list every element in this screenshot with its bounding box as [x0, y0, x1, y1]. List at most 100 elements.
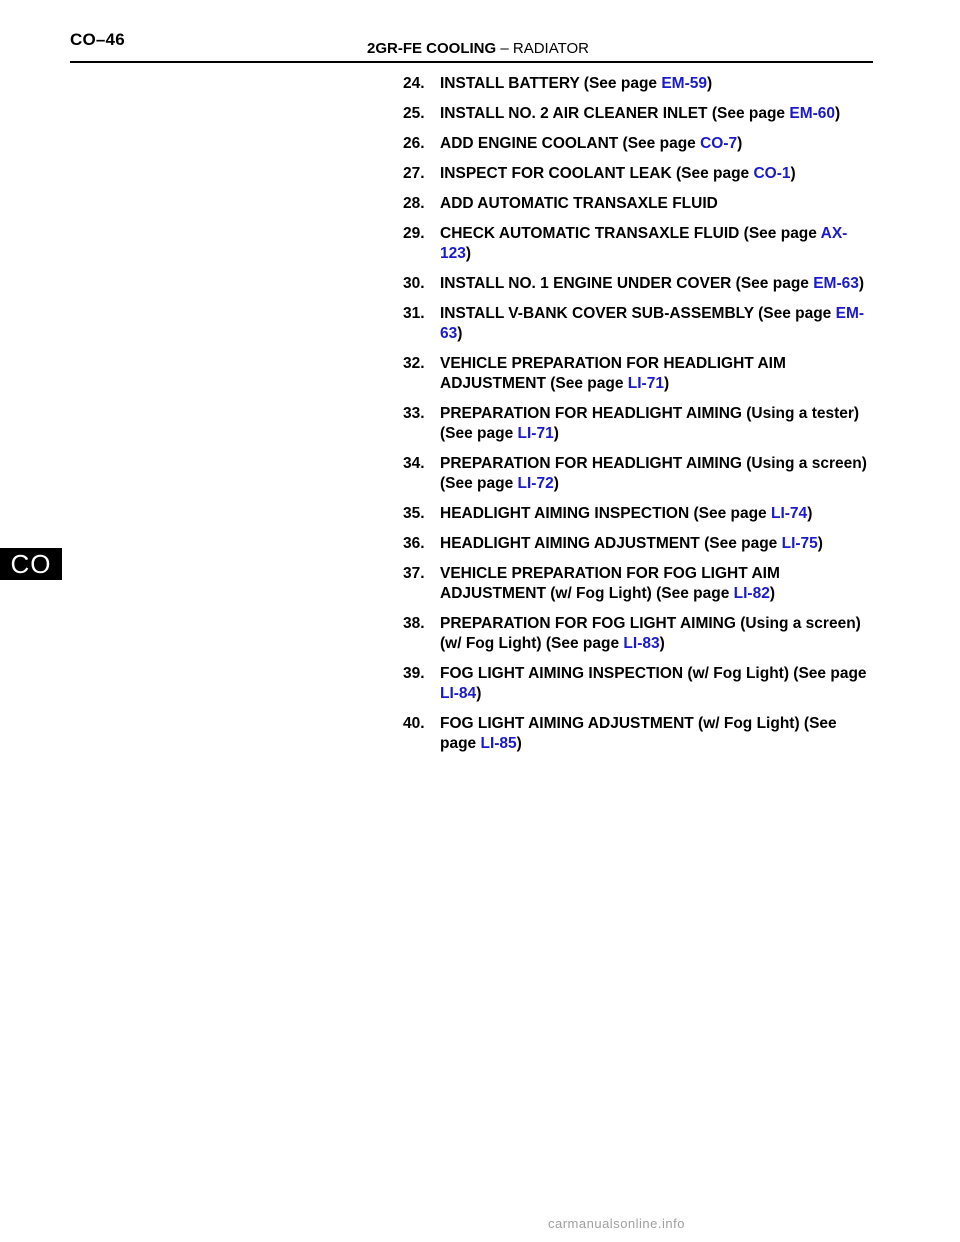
- step-text: VEHICLE PREPARATION FOR FOG LIGHT AIM AD…: [440, 564, 873, 604]
- step-label: CHECK AUTOMATIC TRANSAXLE FLUID (See pag…: [440, 225, 821, 242]
- step-number: 37.: [403, 565, 425, 582]
- procedure-step: 27. INSPECT FOR COOLANT LEAK (See page CO…: [403, 164, 873, 184]
- step-label: ADD AUTOMATIC TRANSAXLE FLUID: [440, 195, 718, 212]
- procedure-step: 33. PREPARATION FOR HEADLIGHT AIMING (Usi…: [403, 404, 873, 444]
- step-label: INSTALL NO. 1 ENGINE UNDER COVER (See pa…: [440, 275, 814, 292]
- step-text: ADD ENGINE COOLANT (See page CO-7): [440, 134, 873, 154]
- page-reference-link[interactable]: LI-74: [771, 505, 808, 522]
- step-text: INSTALL V-BANK COVER SUB-ASSEMBLY (See p…: [440, 304, 873, 344]
- step-number: 38.: [403, 615, 425, 632]
- page-reference-link[interactable]: LI-71: [517, 425, 554, 442]
- closing-paren: ): [807, 505, 813, 522]
- step-number: 35.: [403, 505, 425, 522]
- procedure-step: 28. ADD AUTOMATIC TRANSAXLE FLUID: [403, 194, 873, 214]
- closing-paren: ): [553, 425, 559, 442]
- step-label: PREPARATION FOR HEADLIGHT AIMING (Using …: [440, 405, 860, 442]
- procedure-step: 40. FOG LIGHT AIMING ADJUSTMENT (w/ Fog L…: [403, 714, 873, 754]
- page-reference-link[interactable]: EM-60: [789, 105, 836, 122]
- procedure-step: 37. VEHICLE PREPARATION FOR FOG LIGHT AIM…: [403, 564, 873, 604]
- page-reference-link[interactable]: LI-84: [440, 685, 477, 702]
- step-number: 28.: [403, 195, 425, 212]
- page-reference-link[interactable]: CO-7: [700, 135, 738, 152]
- step-label: PREPARATION FOR FOG LIGHT AIMING (Using …: [440, 615, 861, 652]
- step-text: HEADLIGHT AIMING INSPECTION (See page LI…: [440, 504, 873, 524]
- step-label: INSPECT FOR COOLANT LEAK (See page: [440, 165, 754, 182]
- header-separator: –: [496, 40, 513, 57]
- step-text: CHECK AUTOMATIC TRANSAXLE FLUID (See pag…: [440, 224, 873, 264]
- closing-paren: ): [457, 325, 463, 342]
- page-reference-link[interactable]: LI-72: [517, 475, 554, 492]
- closing-paren: ): [465, 245, 472, 262]
- step-number: 31.: [403, 305, 425, 322]
- procedure-step: 31. INSTALL V-BANK COVER SUB-ASSEMBLY (Se…: [403, 304, 873, 344]
- step-label: ADD ENGINE COOLANT (See page: [440, 135, 701, 152]
- step-number: 29.: [403, 225, 425, 242]
- step-number: 30.: [403, 275, 425, 292]
- page-reference-link[interactable]: EM-63: [440, 305, 865, 342]
- step-text: INSTALL NO. 2 AIR CLEANER INLET (See pag…: [440, 104, 873, 124]
- step-label: HEADLIGHT AIMING INSPECTION (See page: [440, 505, 771, 522]
- step-label: INSTALL NO. 2 AIR CLEANER INLET (See pag…: [440, 105, 790, 122]
- page-reference-link[interactable]: LI-85: [480, 735, 517, 752]
- closing-paren: ): [663, 375, 670, 392]
- step-number: 39.: [403, 665, 425, 682]
- step-label: FOG LIGHT AIMING ADJUSTMENT (w/ Fog Ligh…: [440, 715, 837, 752]
- step-number: 27.: [403, 165, 425, 182]
- procedure-step: 36. HEADLIGHT AIMING ADJUSTMENT (See page…: [403, 534, 873, 554]
- page-reference-link[interactable]: EM-59: [661, 75, 707, 92]
- page-number: CO–46: [70, 30, 125, 49]
- closing-paren: ): [707, 75, 713, 92]
- procedure-step: 24.INSTALL BATTERY (See page EM-59): [403, 74, 873, 94]
- procedure-step: 26. ADD ENGINE COOLANT (See page CO-7): [403, 134, 873, 154]
- page-reference-link[interactable]: AX-123: [440, 225, 848, 262]
- step-number: 32.: [403, 355, 425, 372]
- step-number: 26.: [403, 135, 425, 152]
- procedure-step: 34. PREPARATION FOR HEADLIGHT AIMING (Usi…: [403, 454, 873, 494]
- closing-paren: ): [835, 105, 841, 122]
- procedure-step: 38. PREPARATION FOR FOG LIGHT AIMING (Usi…: [403, 614, 873, 654]
- section-tab: CO: [0, 548, 62, 580]
- header-section: 2GR-FE COOLING: [367, 40, 497, 57]
- step-label: HEADLIGHT AIMING ADJUSTMENT (See page: [440, 535, 782, 552]
- header-rule: [70, 61, 873, 63]
- step-number: 33.: [403, 405, 425, 422]
- step-label: INSTALL V-BANK COVER SUB-ASSEMBLY (See p…: [440, 305, 836, 322]
- step-number: 25.: [403, 105, 425, 122]
- page-reference-link[interactable]: CO-1: [753, 165, 791, 182]
- procedure-step: 25. INSTALL NO. 2 AIR CLEANER INLET (See …: [403, 104, 873, 124]
- step-label: VEHICLE PREPARATION FOR HEADLIGHT AIM AD…: [440, 355, 786, 392]
- page-reference-link[interactable]: LI-82: [733, 585, 770, 602]
- procedure-step: 32. VEHICLE PREPARATION FOR HEADLIGHT AIM…: [403, 354, 873, 394]
- closing-paren: ): [790, 165, 796, 182]
- header-subsection: RADIATOR: [512, 40, 589, 57]
- step-text: PREPARATION FOR HEADLIGHT AIMING (Using …: [440, 454, 873, 494]
- step-text: FOG LIGHT AIMING ADJUSTMENT (w/ Fog Ligh…: [440, 714, 873, 754]
- step-label: VEHICLE PREPARATION FOR FOG LIGHT AIM AD…: [440, 565, 780, 602]
- step-text: INSTALL NO. 1 ENGINE UNDER COVER (See pa…: [440, 274, 873, 294]
- step-number: 40.: [403, 715, 425, 732]
- procedure-steps: 24.INSTALL BATTERY (See page EM-59) 25. IN…: [403, 74, 873, 764]
- step-text: PREPARATION FOR FOG LIGHT AIMING (Using …: [440, 614, 873, 654]
- watermark: carmanualsonline.info: [548, 1216, 685, 1231]
- step-label: PREPARATION FOR HEADLIGHT AIMING (Using …: [440, 455, 867, 492]
- step-number: 34.: [403, 455, 425, 472]
- closing-paren: ): [858, 275, 865, 292]
- step-label: FOG LIGHT AIMING INSPECTION (w/ Fog Ligh…: [440, 665, 867, 682]
- closing-paren: ): [516, 735, 522, 752]
- step-text: VEHICLE PREPARATION FOR HEADLIGHT AIM AD…: [440, 354, 873, 394]
- step-number: 24.: [403, 75, 425, 92]
- procedure-step: 30. INSTALL NO. 1 ENGINE UNDER COVER (See…: [403, 274, 873, 294]
- page-reference-link[interactable]: EM-63: [813, 275, 859, 292]
- closing-paren: ): [659, 635, 665, 652]
- page-reference-link[interactable]: LI-83: [623, 635, 660, 652]
- step-text: INSPECT FOR COOLANT LEAK (See page CO-1): [440, 164, 873, 184]
- step-number: 36.: [403, 535, 425, 552]
- closing-paren: ): [737, 135, 743, 152]
- closing-paren: ): [769, 585, 775, 602]
- closing-paren: ): [476, 685, 482, 702]
- page-reference-link[interactable]: LI-75: [781, 535, 818, 552]
- page-reference-link[interactable]: LI-71: [627, 375, 664, 392]
- procedure-step: 39. FOG LIGHT AIMING INSPECTION (w/ Fog L…: [403, 664, 873, 704]
- procedure-step: 35. HEADLIGHT AIMING INSPECTION (See page…: [403, 504, 873, 524]
- header-title: 2GR-FE COOLING – RADIATOR: [367, 40, 589, 57]
